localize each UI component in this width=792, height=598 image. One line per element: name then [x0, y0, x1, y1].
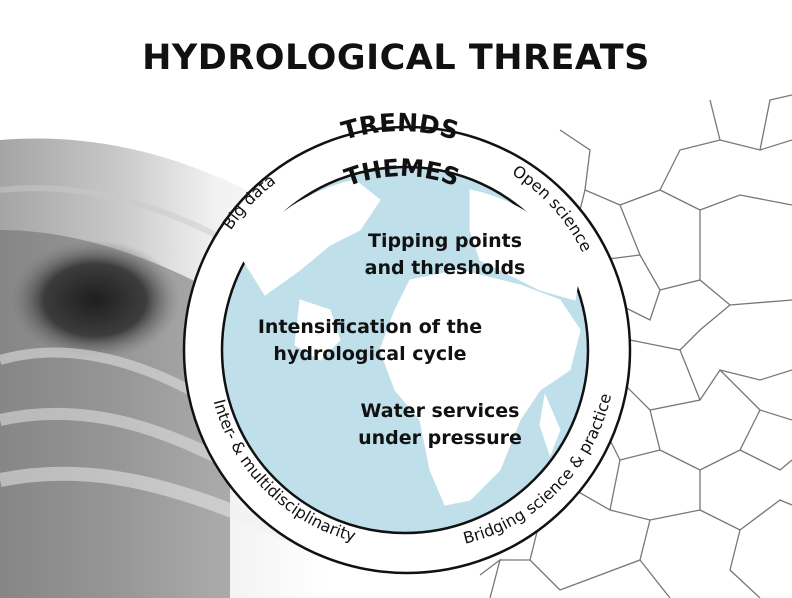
- theme-line: Water services: [360, 400, 520, 422]
- theme-line: Tipping points: [367, 230, 522, 252]
- theme-water-services: Water services under pressure: [325, 398, 555, 452]
- theme-line: Intensification of the: [257, 316, 483, 338]
- theme-line: hydrological cycle: [273, 343, 467, 365]
- theme-intensification: Intensification of the hydrological cycl…: [225, 314, 515, 368]
- page-title: HYDROLOGICAL THREATS: [142, 38, 650, 78]
- theme-tipping-points: Tipping points and thresholds: [330, 228, 560, 282]
- theme-line: under pressure: [358, 427, 522, 449]
- theme-line: and thresholds: [364, 257, 526, 279]
- globe-landmasses: [239, 179, 581, 506]
